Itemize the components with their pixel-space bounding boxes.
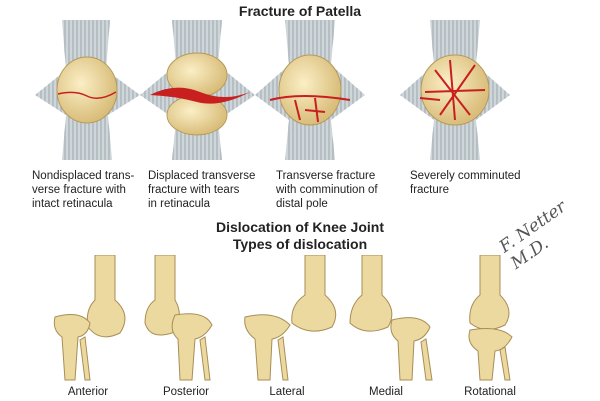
- caption-line: Nondisplaced trans-: [32, 170, 135, 182]
- patella-fracture-figures: [35, 20, 510, 160]
- caption-line: in retinacula: [148, 198, 211, 210]
- knee-rotational: [468, 255, 513, 381]
- knee-medial: [349, 255, 433, 381]
- label-anterior: Anterior: [67, 386, 109, 398]
- caption-line: distal pole: [276, 198, 328, 210]
- caption-nondisplaced: Nondisplaced trans- verse fracture with …: [32, 169, 134, 211]
- caption-line: Transverse fracture: [276, 170, 376, 182]
- caption-severely-comminuted: Severely comminuted fracture: [410, 169, 521, 197]
- caption-line: intact retinacula: [32, 198, 113, 210]
- label-rotational: Rotational: [464, 386, 516, 398]
- dislocation-title: Dislocation of Knee Joint: [215, 219, 384, 235]
- label-posterior: Posterior: [162, 386, 210, 398]
- patella-severely-comminuted: [400, 20, 510, 160]
- label-medial: Medial: [369, 386, 403, 398]
- patella-nondisplaced: [35, 20, 140, 160]
- patella-displaced: [140, 20, 255, 160]
- caption-line: verse fracture with: [32, 184, 126, 196]
- knee-anterior: [53, 255, 126, 381]
- knee-lateral: [244, 255, 337, 381]
- label-lateral: Lateral: [269, 386, 305, 398]
- caption-displaced: Displaced transverse fracture with tears…: [148, 169, 255, 211]
- caption-distal-pole: Transverse fracture with comminution of …: [276, 169, 378, 211]
- fracture-title: Fracture of Patella: [238, 3, 362, 19]
- dislocation-subtitle: Types of dislocation: [232, 236, 368, 252]
- knee-posterior: [144, 255, 213, 381]
- caption-line: with comminution of: [276, 184, 378, 196]
- knee-dislocation-figures: [53, 255, 513, 381]
- caption-line: fracture: [410, 184, 449, 196]
- caption-line: Severely comminuted: [410, 170, 521, 182]
- patella-comminuted-distal: [255, 20, 365, 160]
- caption-line: Displaced transverse: [148, 170, 256, 182]
- caption-line: fracture with tears: [148, 184, 240, 196]
